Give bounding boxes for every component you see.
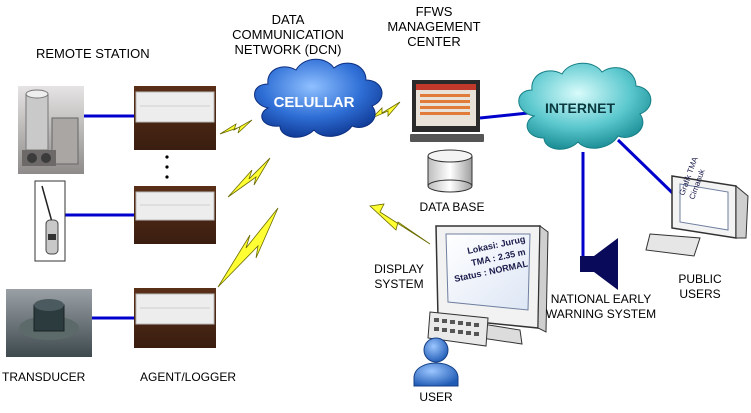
cellular-label: CELULLAR <box>274 94 355 111</box>
user-label: USER <box>419 390 453 404</box>
computer-icon <box>410 80 484 142</box>
ffws-title-line2: MANAGEMENT <box>387 19 481 34</box>
ffws-title: FFWS MANAGEMENT CENTER <box>378 4 490 49</box>
early-warning-label: NATIONAL EARLY WARNING SYSTEM <box>536 292 666 322</box>
transducer-photo-icon <box>6 289 92 357</box>
public-computer-icon: Grafik TMA Cimanuk <box>645 155 749 257</box>
agent-logger-label: AGENT/LOGGER <box>140 370 237 384</box>
dcn-title-line1: DATA <box>271 12 305 27</box>
display-system-label: DISPLAY SYSTEM <box>368 262 430 292</box>
lightning-icon <box>217 101 431 288</box>
public-label-line2: USERS <box>679 287 721 301</box>
ffws-title-line1: FFWS <box>415 4 453 19</box>
internet-cloud <box>518 62 652 150</box>
public-users-label: PUBLIC USERS <box>664 272 736 302</box>
dcn-title-line2: COMMUNICATION <box>232 27 344 42</box>
speaker-icon <box>580 238 618 290</box>
probe-icon <box>34 180 66 262</box>
dcn-title: DATA COMMUNICATION NETWORK (DCN) <box>220 12 356 57</box>
logger-box-icon <box>134 186 216 244</box>
ellipsis-dots <box>165 155 169 179</box>
database-label: DATA BASE <box>419 200 485 214</box>
display-label-line2: SYSTEM <box>374 277 424 291</box>
logger-box-icon <box>134 288 216 348</box>
cellular-cloud <box>254 58 383 138</box>
ffws-title-line3: CENTER <box>407 34 461 49</box>
display-monitor-icon: Lokasi: Jurug TMA : 2.35 m Status : NORM… <box>427 225 549 347</box>
sensor-photo-icon <box>18 86 84 174</box>
early-label-line2: WARNING SYSTEM <box>545 307 657 321</box>
link-mgmt-internet <box>479 111 529 120</box>
internet-label: INTERNET <box>545 100 615 116</box>
user-icon <box>413 337 459 387</box>
public-label-line1: PUBLIC <box>678 272 722 286</box>
early-label-line1: NATIONAL EARLY <box>550 292 652 306</box>
logger-box-icon <box>134 86 216 150</box>
display-label-line1: DISPLAY <box>374 262 424 276</box>
dcn-title-line3: NETWORK (DCN) <box>234 42 342 57</box>
database-icon <box>427 149 473 193</box>
remote-station-label: REMOTE STATION <box>36 46 150 61</box>
transducer-label: TRANSDUCER <box>2 370 86 384</box>
